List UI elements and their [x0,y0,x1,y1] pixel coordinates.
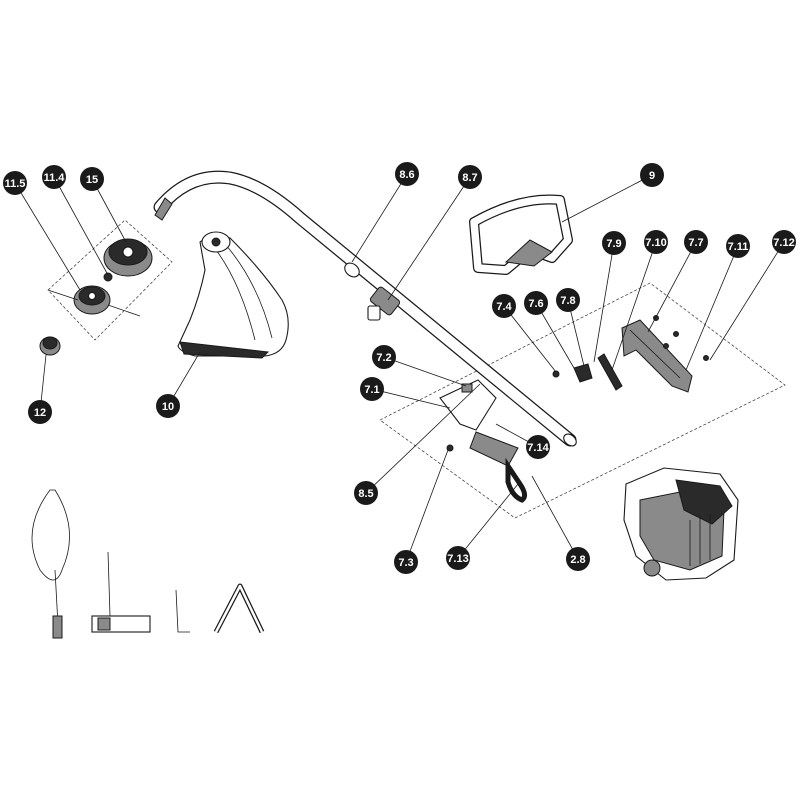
callout-circle [360,377,384,401]
callout-label: 7.6 [528,298,543,310]
callout-7-8: 7.8 [556,288,580,312]
assembly-boxes [47,219,786,519]
callout-7-13: 7.13 [446,546,470,570]
engine [623,467,739,581]
callout-label: 7.14 [527,442,549,454]
callout-7-2: 7.2 [372,345,396,369]
callout-label: 9 [649,170,655,182]
callout-label: 7.1 [364,384,379,396]
callout-7-3: 7.3 [394,550,418,574]
callout-label: 7.4 [496,301,512,313]
callout-7-7: 7.7 [684,230,708,254]
callout-label: 8.6 [399,169,414,181]
callout-circle [566,547,590,571]
callout-label: 8.7 [462,172,477,184]
callout-7-1: 7.1 [360,377,384,401]
callout-circle [156,394,180,418]
drive-shaft [153,170,577,447]
shaft-coupler [367,286,401,321]
callout-11-5: 11.5 [3,171,27,195]
callout-7-12: 7.12 [772,230,796,254]
callout-label: 8.5 [358,488,373,500]
callout-label: 7.12 [773,237,794,249]
trimmer-head-parts [39,238,153,356]
callout-circle [80,167,104,191]
callout-7-6: 7.6 [524,291,548,315]
callout-2-8: 2.8 [566,547,590,571]
callout-label: 7.11 [728,241,749,253]
callout-label: 11.5 [5,178,26,190]
callout-8-7: 8.7 [458,165,482,189]
callout-7-9: 7.9 [602,231,626,255]
callout-label: 7.9 [606,238,621,250]
callout-7-14: 7.14 [526,435,550,459]
callout-circle [726,234,750,258]
callout-circle [526,435,550,459]
callout-circle [524,291,548,315]
callout-circle [772,230,796,254]
callout-circle [354,481,378,505]
callout-9: 9 [640,163,664,187]
callout-circle [28,400,52,424]
callout-label: 7.2 [376,352,391,364]
callout-8-6: 8.6 [395,162,419,186]
callout-circle [42,165,66,189]
callout-8-5: 8.5 [354,481,378,505]
throttle-handle-parts [439,315,709,503]
callout-circle [3,171,27,195]
callout-circle [556,288,580,312]
callout-label: 7.3 [398,557,413,569]
callout-label: 7.7 [688,237,703,249]
callout-circle [395,162,419,186]
callout-label: 7.8 [560,295,575,307]
grass-guard [177,231,289,359]
callout-labels: 11.5 11.4 15 12 10 8.6 8.7 9 7.9 7.10 7.7 7.11 7.12 7… [3,162,796,574]
callout-15: 15 [80,167,104,191]
callout-10: 10 [156,394,180,418]
trimmer-head-box [47,219,173,341]
callout-circle [640,163,664,187]
callout-circle [372,345,396,369]
callout-circle [458,165,482,189]
callout-circle [446,546,470,570]
callout-circle [492,294,516,318]
callout-12: 12 [28,400,52,424]
callout-circle [394,550,418,574]
callout-circle [602,231,626,255]
callout-7-11: 7.11 [726,234,750,258]
accessories [31,489,265,639]
callout-label: 10 [162,401,174,413]
callout-7-4: 7.4 [492,294,516,318]
callout-label: 12 [34,407,46,419]
callout-label: 7.13 [447,553,468,565]
callout-circle [684,230,708,254]
callout-7-10: 7.10 [644,230,668,254]
callout-label: 7.10 [645,237,666,249]
callout-label: 2.8 [570,554,585,566]
loop-handle [469,194,573,275]
callout-circle [644,230,668,254]
callout-11-4: 11.4 [42,165,66,189]
handle-assembly-box [379,282,786,519]
callout-label: 11.4 [44,172,66,184]
leader-lines [14,173,785,563]
callout-label: 15 [86,174,98,186]
